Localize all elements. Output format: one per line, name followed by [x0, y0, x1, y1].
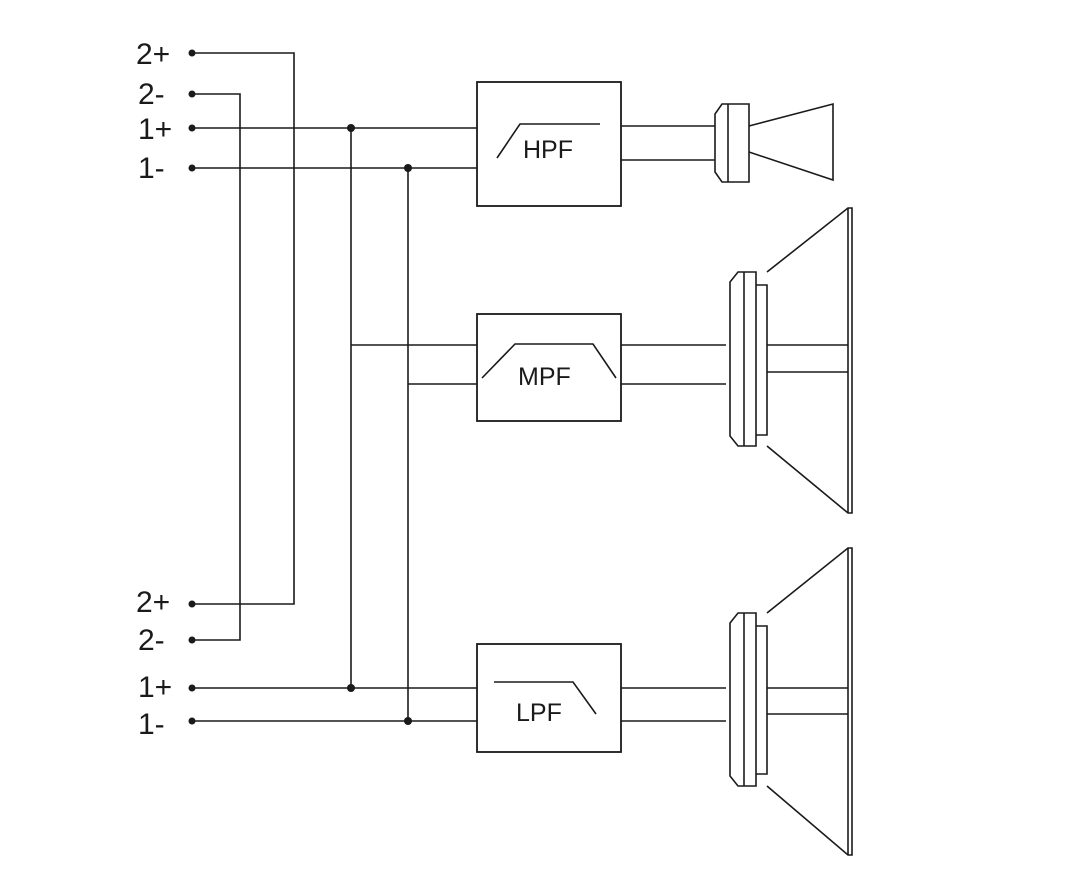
wire-lpf-to-woofer	[621, 687, 726, 722]
junction-dot	[347, 124, 355, 132]
terminal-label-bottom-2plus: 2+	[136, 586, 170, 619]
tweeter-horn-icon	[714, 102, 834, 183]
hpf-label: HPF	[523, 136, 573, 164]
lowpass-curve-icon	[494, 681, 597, 715]
mpf-label: MPF	[518, 363, 571, 391]
highpass-curve-icon	[496, 123, 600, 159]
junction-dot	[347, 684, 355, 692]
hpf-filter-block: HPF	[476, 81, 622, 207]
woofer-speaker-icon	[729, 547, 853, 856]
wire-hpf-to-tweeter	[621, 125, 715, 161]
wire-2minus-loop	[192, 93, 241, 641]
lpf-label: LPF	[516, 699, 562, 727]
junction-dots	[347, 124, 412, 725]
terminal-label-top-1minus: 1-	[138, 152, 165, 185]
terminal-label-top-2plus: 2+	[136, 38, 170, 71]
terminal-label-bottom-1plus: 1+	[138, 671, 172, 704]
midrange-speaker-icon	[729, 207, 853, 514]
terminal-label-top-1plus: 1+	[138, 113, 172, 146]
wire-2plus-loop	[192, 52, 295, 605]
terminal-label-bottom-2minus: 2-	[138, 624, 165, 657]
terminal-label-top-2minus: 2-	[138, 78, 165, 111]
terminal-label-bottom-1minus: 1-	[138, 708, 165, 741]
terminal-dots	[188, 49, 196, 725]
junction-dot	[404, 717, 412, 725]
wire-mpf-to-midrange	[621, 344, 726, 385]
mpf-filter-block: MPF	[476, 313, 622, 422]
lpf-filter-block: LPF	[476, 643, 622, 753]
junction-dot	[404, 164, 412, 172]
bandpass-curve-icon	[481, 343, 617, 379]
